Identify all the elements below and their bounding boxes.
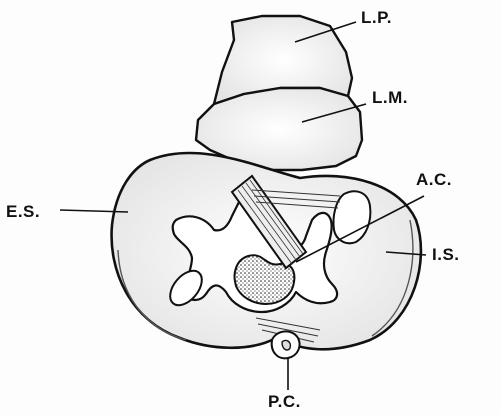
label-lm: L.M. <box>372 88 408 108</box>
label-es: E.S. <box>6 202 40 222</box>
label-is: I.S. <box>432 245 460 265</box>
posterior-inner <box>282 340 290 350</box>
label-lp: L.P. <box>361 8 392 28</box>
label-pc: P.C. <box>268 392 301 412</box>
label-ac: A.C. <box>416 170 452 190</box>
